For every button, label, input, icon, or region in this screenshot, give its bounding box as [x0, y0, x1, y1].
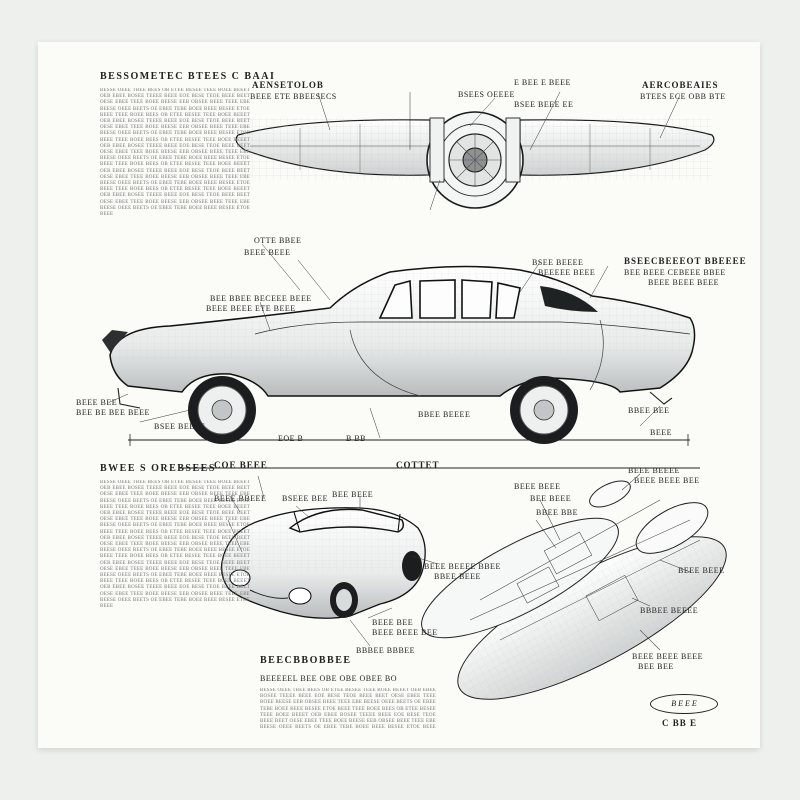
side-callout-a2: BEEE BEEE	[244, 248, 291, 257]
exploded-callout-6: BEEE BEEE	[678, 566, 725, 575]
side-callout-b: BEE BBEE BECEEE BEEE	[210, 294, 312, 303]
side-callout-b2: BEEE BEEE ETE BEEE	[206, 304, 296, 313]
top-view-right-title: AERCOBEAIES	[642, 80, 719, 90]
top-view-callout-1: E BEE E BEEE	[514, 78, 571, 87]
blueprint-sheet: BESSOMETEC BTEES C BAAI BESSE OEEE TBEE …	[38, 42, 760, 748]
left-column-heading-2: BWEE S OREBSEES	[100, 463, 216, 474]
side-callout-g: BBEE BEE	[628, 406, 670, 415]
side-view-drawing	[102, 243, 696, 446]
exploded-callout-2: BEE BEEE	[530, 494, 572, 503]
top-view-title: AENSETOLOB	[252, 80, 324, 90]
side-callout-d: BSEE BEEEE	[532, 258, 584, 267]
section-heading-left: COE BEEE	[214, 460, 268, 470]
perspective-callout-4: BEEE BEEEE BBEE	[424, 562, 501, 571]
side-callout-e: BEEE BEE	[76, 398, 118, 407]
exploded-drawing	[421, 473, 727, 700]
top-view-right-subtitle: BTEES ECE OBB BTE	[640, 92, 726, 101]
dimension-b: B BB	[346, 434, 367, 443]
side-callout-d2: BEEEEE BEEE	[538, 268, 596, 277]
perspective-callout-8: BBBEE BBBEE	[356, 646, 416, 655]
maker-badge: B E E E	[650, 694, 718, 714]
perspective-callout-5: BBEE BEEE	[434, 572, 481, 581]
perspective-caption-text: BESSE OEEE TBEE BEES OB ETEE BESEE TEEE …	[260, 688, 436, 728]
perspective-heading: BEECBBOBBEE	[260, 655, 352, 666]
side-callout-c3: BEEE BEEE BEEE	[648, 278, 719, 287]
perspective-callout-2: BEE BEEE	[332, 490, 374, 499]
perspective-callout-3: BEEE BBEEE	[214, 494, 267, 503]
dimension-c: BEEE	[650, 428, 672, 437]
dimension-a: EOE B	[278, 434, 304, 443]
exploded-callout-7: BBBEE BEEEE	[640, 606, 699, 615]
side-callout-c: BSEECBEEEOT BBEEEE	[624, 256, 747, 266]
top-view-callout-2: BSEES OEEEE	[458, 90, 515, 99]
left-column-text-bottom: BESSE OEEE TBEE BEES OB ETEE BESEE TEEE …	[100, 480, 250, 610]
exploded-callout-1: BEEE BEEE	[514, 482, 561, 491]
side-callout-a: OTTE BBEE	[254, 236, 302, 245]
exploded-callout-5: BEEE BEEE BEE	[634, 476, 700, 485]
perspective-callout-7: BEEE BEEE BEE	[372, 628, 438, 637]
exploded-callout-3: BBEE BBE	[536, 508, 579, 517]
side-callout-e2: BEE BE BEE BEEE	[76, 408, 150, 417]
left-column-heading: BESSOMETEC BTEES C BAAI	[100, 71, 276, 82]
side-callout-f: BBEE BEEEE	[418, 410, 471, 419]
blueprint-drawing	[102, 91, 727, 700]
exploded-callout-9: BEE BEE	[638, 662, 674, 671]
maker-badge-sub: C BB E	[662, 718, 698, 728]
top-view-drawing	[235, 91, 715, 211]
section-heading-right: COTTET	[396, 460, 440, 470]
top-view-subtitle: BEEE ETE BBEESECS	[250, 92, 337, 101]
perspective-drawing	[220, 475, 439, 647]
side-callout-c2: BEE BEEE CEBEEE BBEE	[624, 268, 726, 277]
left-column-text-top: BESSE OEEE TBEE BEES OB ETEE BESEE TEEE …	[100, 88, 250, 218]
perspective-callout-6: BEEE BEE	[372, 618, 414, 627]
perspective-callout-1: BSEEE BEE	[282, 494, 329, 503]
exploded-callout-8: BEEE BEEE BEEE	[632, 652, 703, 661]
side-callout-h: BSEE BEEEE	[154, 422, 206, 431]
top-view-callout-3: BSEE BEEE EE	[514, 100, 574, 109]
perspective-caption: BEEEEEL BEE OBE OBE OBEE BO	[260, 674, 397, 683]
exploded-callout-4: BEEE BEEEE	[628, 466, 680, 475]
